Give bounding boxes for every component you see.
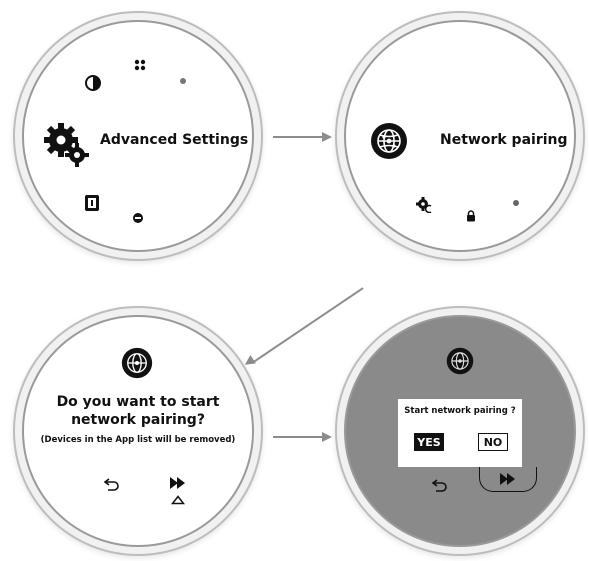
confirm-dialog: Start network pairing ? YES NO bbox=[398, 399, 522, 467]
flow-arrow-2 bbox=[251, 287, 364, 364]
flow-arrow-3 bbox=[273, 436, 325, 438]
fast-forward-pill bbox=[479, 467, 537, 492]
screen-pairing-question: Do you want to start network pairing? (D… bbox=[22, 315, 254, 547]
gears-icon bbox=[42, 120, 90, 168]
no-button[interactable]: NO bbox=[478, 433, 508, 451]
brightness-icon[interactable] bbox=[84, 74, 102, 92]
screen-network-pairing: Network pairing bbox=[344, 20, 576, 252]
flow-arrow-1 bbox=[273, 136, 325, 138]
network-icon bbox=[121, 347, 153, 379]
screen-advanced-settings: Advanced Settings bbox=[22, 20, 254, 252]
back-icon bbox=[432, 478, 448, 492]
flow-arrow-1-head bbox=[322, 132, 332, 142]
network-icon bbox=[370, 122, 408, 160]
flow-arrow-2-head bbox=[242, 355, 256, 369]
network-pairing-title: Network pairing bbox=[440, 132, 568, 148]
settings-small-icon[interactable] bbox=[416, 197, 434, 213]
removal-note: (Devices in the App list will be removed… bbox=[40, 435, 236, 445]
yes-button[interactable]: YES bbox=[414, 433, 444, 451]
advanced-settings-title: Advanced Settings bbox=[100, 132, 249, 148]
flow-arrow-3-head bbox=[322, 432, 332, 442]
apps-icon[interactable] bbox=[134, 59, 146, 71]
reset-icon[interactable] bbox=[132, 212, 144, 224]
dialog-title: Start network pairing ? bbox=[404, 406, 516, 416]
dot-icon[interactable] bbox=[512, 199, 520, 207]
lock-icon[interactable] bbox=[466, 210, 476, 222]
fast-forward-icon[interactable] bbox=[170, 477, 186, 489]
fast-forward-icon bbox=[500, 473, 515, 485]
up-arrow-icon[interactable] bbox=[171, 495, 185, 505]
back-icon[interactable] bbox=[104, 477, 120, 491]
dot-icon[interactable] bbox=[179, 77, 187, 85]
screen-pairing-dialog: Start network pairing ? YES NO bbox=[344, 315, 576, 547]
question-line-1: Do you want to start bbox=[56, 394, 220, 410]
question-line-2: network pairing? bbox=[71, 412, 205, 428]
device-icon[interactable] bbox=[84, 194, 100, 212]
network-icon bbox=[446, 347, 474, 375]
